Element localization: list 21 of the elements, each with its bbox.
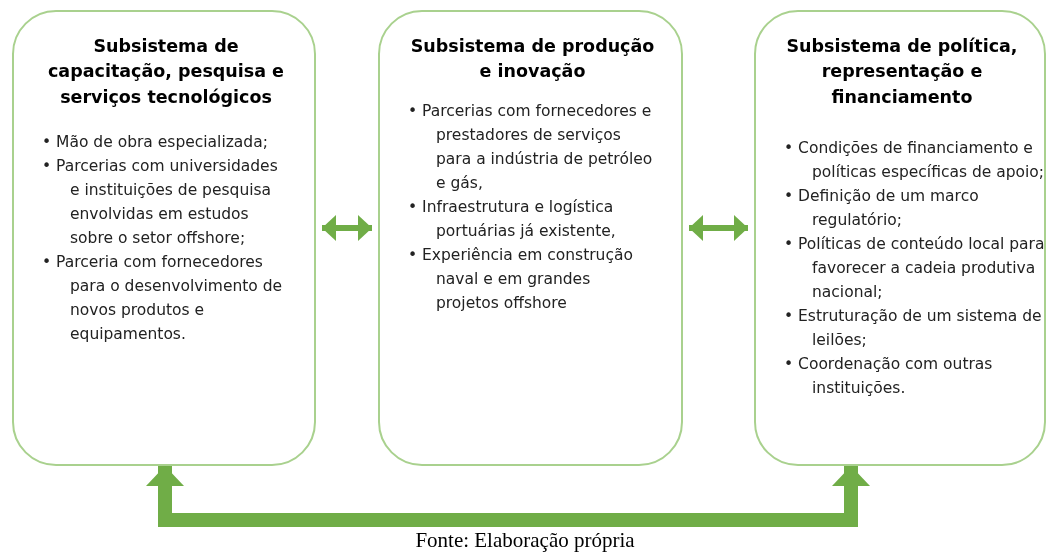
box-heading: Subsistema de produção e inovação: [409, 35, 656, 84]
double-arrow: [146, 466, 870, 527]
box-heading: Subsistema de política, representação e financiamento: [785, 35, 1019, 109]
bullet-text: • Infraestrutura e logística portuárias já existente,: [408, 196, 617, 242]
bullet-text: • Parcerias com fornecedores e prestadores de serviços para a indústria de petróleo e gás,: [408, 100, 653, 194]
double-arrow: [322, 215, 372, 241]
bullet-text: • Definição de um marco regulatório;: [784, 186, 980, 232]
bullet-text: • Mão de obra especializada;: [42, 132, 269, 154]
bullet-text: • Estruturação de um sistema de leilões;: [784, 306, 1043, 352]
bullet-text: • Condições de financiamento e políticas específicas de apoio;: [784, 138, 1046, 184]
double-arrow: [689, 215, 748, 241]
rounded-box: [12, 10, 316, 466]
bullet-text: • Políticas de conteúdo local para favorecer a cadeia produtiva nacional;: [784, 234, 1046, 304]
bullet-text: • Coordenação com outras instituições.: [784, 354, 994, 400]
bullet-text: • Experiência em construção naval e em grandes projetos offshore: [408, 244, 634, 314]
bullet-text: • Parceria com fornecedores para o desenvolvimento de novos produtos e equipamentos.: [42, 252, 284, 346]
rounded-box: [754, 10, 1046, 466]
rounded-box: [378, 10, 683, 466]
caption: Fonte: Elaboração própria: [414, 528, 636, 553]
box-heading: Subsistema de capacitação, pesquisa e serviços tecnológicos: [47, 35, 285, 109]
bullet-text: • Parcerias com universidades e instituições de pesquisa envolvidas em estudos sobre o setor offshore;: [42, 156, 279, 250]
